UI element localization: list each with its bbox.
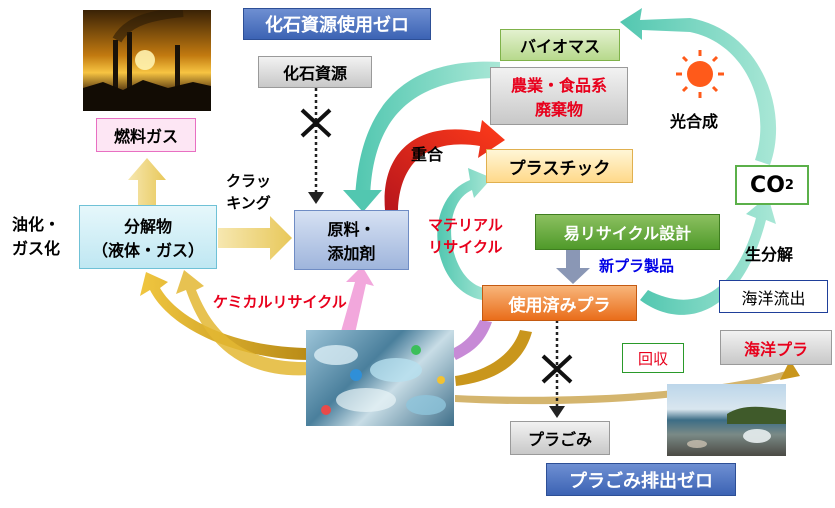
material-line2: リサイクル [428,238,503,256]
plastic-box: プラスチック [486,149,633,183]
arrow-photosynthesis [620,8,777,165]
material-recycle-label: マテリアル リサイクル [428,214,503,258]
oil-gasification-label: 油化・ ガス化 [12,213,60,261]
arrow-trash-to-raw [340,266,374,338]
agri-food-waste-line2: 廃棄物 [534,100,583,119]
plastic-waste-photo [306,330,454,426]
agri-food-waste-box: 農業・食品系 廃棄物 [490,67,628,125]
raw-materials-box: 原料・ 添加剤 [294,210,409,270]
polymerization-label: 重合 [411,145,444,164]
raw-materials-line1: 原料・ [327,220,376,239]
material-line1: マテリアル [428,216,503,234]
cracking-line2: キング [226,194,271,212]
decomposition-line2: （液体・ガス） [91,241,204,260]
arrow-design-to-used [556,250,590,284]
used-plastic-box: 使用済みプラ [482,285,637,321]
factory-smoke-photo [83,10,211,111]
recycle-design-box: 易リサイクル設計 [535,214,720,250]
arrow-biodegrade [640,196,776,315]
collect-box: 回収 [622,343,684,373]
fuel-gas-box: 燃料ガス [96,118,196,152]
ocean-outflow-box: 海洋流出 [719,280,828,313]
sun-icon [676,50,724,98]
fossil-resource-box: 化石資源 [258,56,372,88]
arrow-polymerization [384,120,505,210]
photosynthesis-label: 光合成 [670,112,719,131]
arrow-biomass-to-raw [355,61,500,200]
cross-mark-waste [541,354,573,384]
co2-subscript: 2 [784,177,794,193]
title-waste-zero: プラごみ排出ゼロ [546,463,736,496]
new-product-label: 新プラ製品 [599,257,675,275]
arrow-decomp-to-raw [218,216,292,260]
arrow-material-recycle [437,168,492,300]
arrow-used-to-trash [450,320,492,360]
biomass-box: バイオマス [500,29,620,61]
arrow-decomp-to-fuel [128,158,166,205]
decomposition-line1: 分解物 [123,217,172,236]
biodegrade-label: 生分解 [745,245,794,264]
raw-materials-line2: 添加剤 [327,244,376,263]
decomposition-box: 分解物 （液体・ガス） [79,205,217,269]
oil-label-line2: ガス化 [12,239,61,258]
co2-text: CO [750,172,785,198]
arrow-chemical-2 [176,270,312,376]
chemical-recycle-label: ケミカルリサイクル [213,293,347,311]
cracking-label: クラッ キング [226,170,271,214]
ocean-beach-photo [667,384,786,456]
oil-label-line1: 油化・ [12,215,61,234]
agri-food-waste-line1: 農業・食品系 [510,76,607,95]
cross-mark-fossil [300,108,332,138]
title-fossil-zero: 化石資源使用ゼロ [243,8,431,40]
plastic-waste-box: プラごみ [510,421,610,455]
ocean-plastic-box: 海洋プラ [720,330,832,365]
cracking-line1: クラッ [226,172,272,190]
